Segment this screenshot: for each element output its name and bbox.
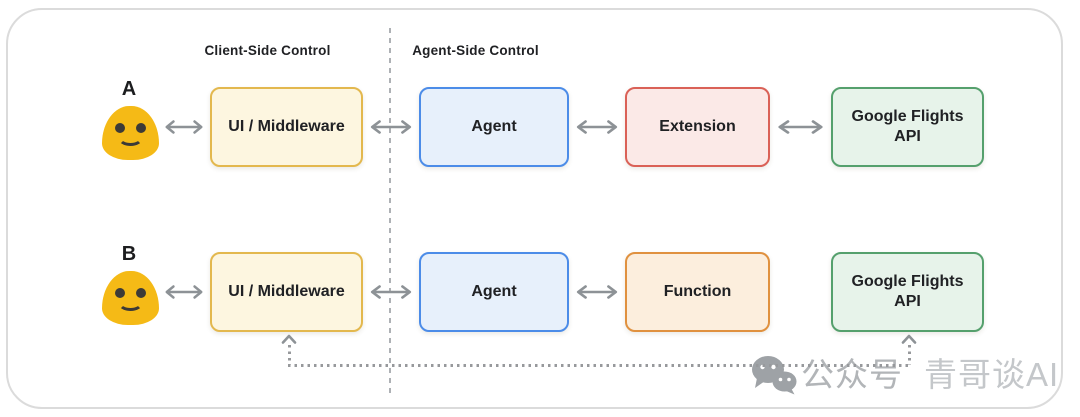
diagram-card-frame (6, 8, 1063, 409)
bidirectional-arrow-icon (366, 119, 416, 135)
node-google-flights-api-b: Google Flights API (831, 252, 984, 332)
node-label: UI / Middleware (228, 118, 345, 135)
dotted-connector-horizontal (288, 364, 909, 367)
wechat-icon (751, 355, 797, 395)
dotted-connector-vertical (288, 345, 291, 365)
row-b-label: B (121, 243, 137, 265)
bidirectional-arrow-icon (366, 284, 416, 300)
bidirectional-arrow-icon (773, 119, 828, 135)
smiley-eye-icon (136, 288, 146, 298)
bidirectional-arrow-icon (161, 119, 207, 135)
node-label: Agent (471, 283, 517, 300)
section-label-client-side: Client-Side Control (204, 43, 331, 58)
node-ui-middleware-b: UI / Middleware (210, 252, 363, 332)
watermark-account-name: 青哥谈AI (924, 356, 1060, 393)
node-ui-middleware-a: UI / Middleware (210, 87, 363, 167)
node-google-flights-api-a: Google Flights API (831, 87, 984, 167)
bidirectional-arrow-icon (161, 284, 207, 300)
node-label: Function (663, 283, 732, 300)
node-label: Google Flights API (851, 273, 964, 310)
bidirectional-arrow-icon (572, 119, 622, 135)
section-label-agent-side: Agent-Side Control (412, 43, 539, 58)
node-extension-a: Extension (625, 87, 770, 167)
bidirectional-arrow-icon (572, 284, 622, 300)
node-label: UI / Middleware (228, 283, 345, 300)
node-label: Google Flights API (851, 108, 964, 145)
dotted-connector-vertical (908, 345, 911, 365)
row-a-label: A (121, 78, 137, 100)
section-divider-dashed-line (389, 28, 391, 395)
user-smiley-icon (102, 271, 159, 325)
smiley-mouth-icon (118, 130, 143, 146)
dotted-arrowhead-up-icon (281, 334, 297, 344)
node-agent-b: Agent (419, 252, 569, 332)
smiley-mouth-icon (118, 295, 143, 311)
dotted-arrowhead-up-icon (901, 334, 917, 344)
smiley-eye-icon (115, 288, 125, 298)
user-smiley-icon (102, 106, 159, 160)
node-function-b: Function (625, 252, 770, 332)
watermark-account-type: 公众号 (801, 356, 903, 393)
smiley-eye-icon (136, 123, 146, 133)
node-agent-a: Agent (419, 87, 569, 167)
smiley-eye-icon (115, 123, 125, 133)
node-label: Agent (471, 118, 517, 135)
node-label: Extension (659, 118, 736, 135)
